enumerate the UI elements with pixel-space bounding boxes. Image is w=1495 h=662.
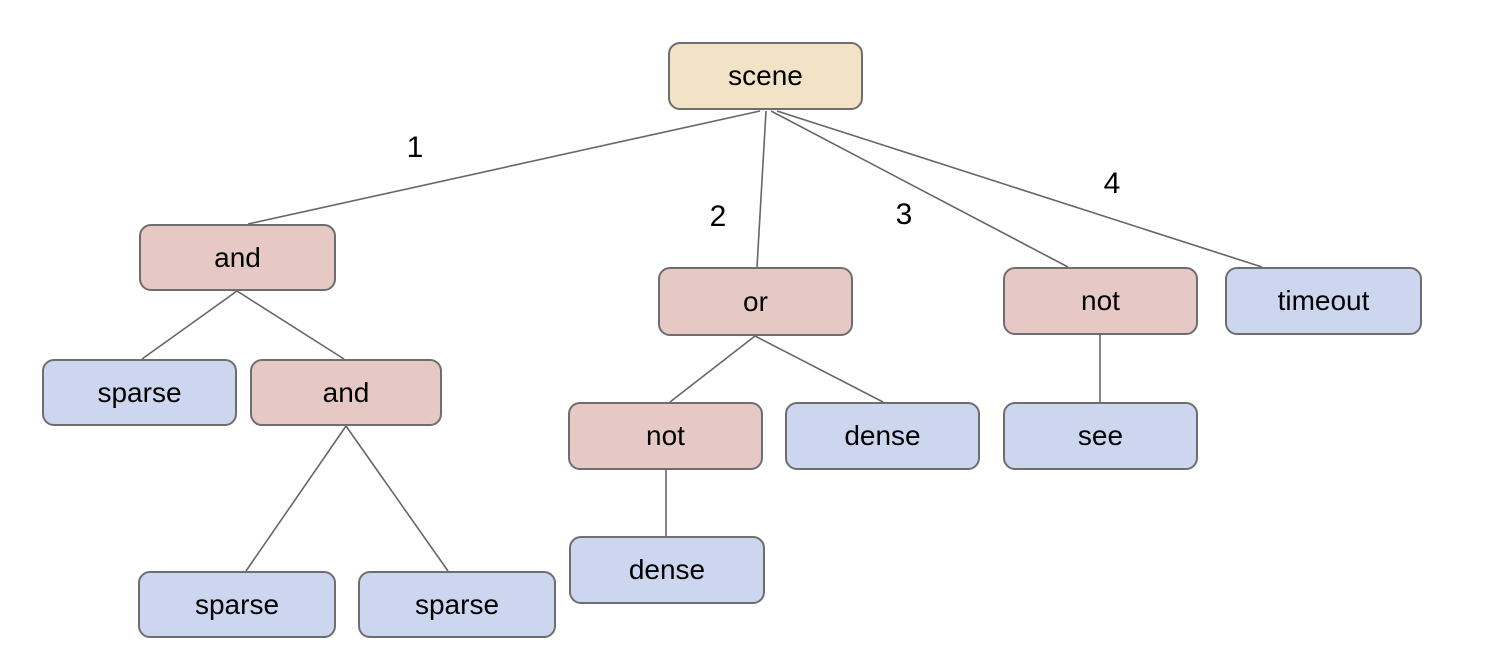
edge-scene-not <box>770 110 1069 268</box>
edge-label-3: 3 <box>895 198 913 231</box>
node-sparse-1: sparse <box>42 359 237 426</box>
node-not-2: not <box>568 402 763 470</box>
edge-scene-or <box>756 110 767 268</box>
node-not-1: not <box>1003 267 1198 335</box>
edge-scene-and <box>247 110 761 225</box>
edge-or-dense <box>754 335 884 403</box>
edge-label-1: 1 <box>406 131 424 164</box>
node-dense-2: dense <box>569 536 765 604</box>
edge-or-not <box>669 335 756 403</box>
node-see: see <box>1003 402 1198 470</box>
node-sparse-2: sparse <box>138 571 336 638</box>
edge-and-and <box>236 290 345 360</box>
edge-label-4: 4 <box>1103 167 1121 200</box>
node-and-1: and <box>139 224 336 291</box>
node-timeout: timeout <box>1225 267 1422 335</box>
edge-scene-timeout <box>776 110 1263 268</box>
node-sparse-3: sparse <box>358 571 556 638</box>
edge-and-sparse <box>141 290 238 360</box>
edge-and2-sparse2 <box>345 425 449 572</box>
node-dense-1: dense <box>785 402 980 470</box>
node-scene: scene <box>668 42 863 110</box>
edge-label-2: 2 <box>709 200 727 233</box>
node-or: or <box>658 267 853 336</box>
edge-and2-sparse <box>245 425 347 572</box>
node-and-2: and <box>250 359 442 426</box>
